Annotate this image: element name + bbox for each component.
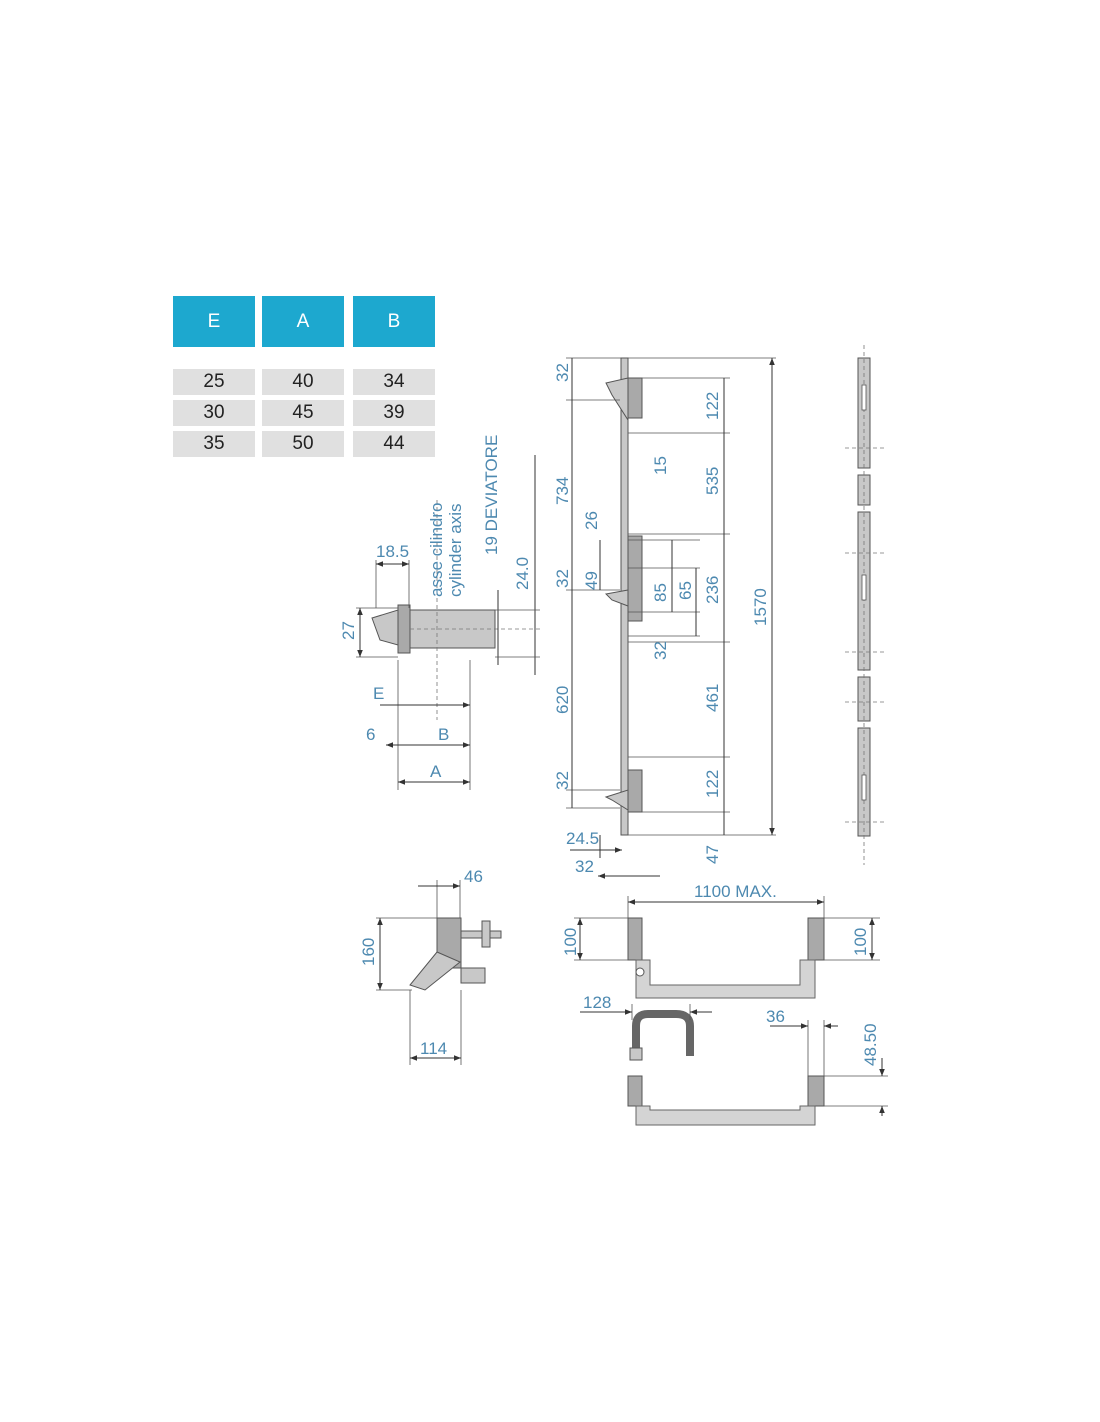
dim-15: 15 [651,456,670,475]
dim-26: 26 [582,511,601,530]
dim-236: 236 [703,576,722,604]
table-header-e: E [173,296,255,347]
dim-24-5: 24.5 [566,829,599,848]
dim-18-5: 18.5 [376,542,409,561]
table-header-b: B [353,296,435,347]
dim-32-mid: 32 [553,569,572,588]
table-cell: 35 [173,431,255,457]
left-end-cap-shape [627,1075,643,1107]
dim-114: 114 [420,1039,447,1058]
central-latch-shape [604,589,629,607]
dim-100-right: 100 [851,928,870,956]
push-bar-shape [635,1105,816,1126]
handle-lever-shape [409,951,461,991]
dim-100-left: 100 [561,928,580,956]
table-cell: 39 [353,400,435,426]
handle-knob-shape [481,920,491,948]
dim-27: 27 [339,621,358,640]
dim-32-top: 32 [553,363,572,382]
dim-1100-max: 1100 MAX. [694,882,777,901]
push-bar-with-handle-view: 128 36 48.50 [580,993,888,1126]
dim-48-50: 48.50 [861,1023,880,1066]
handle-spindle-shape [460,930,502,939]
dim-36: 36 [766,1007,785,1026]
label-a: A [430,762,442,781]
table-cell: 44 [353,431,435,457]
faceplate-shape [397,604,411,654]
dim-49: 49 [582,571,601,590]
label-b: B [438,725,449,744]
table-cell: 25 [173,369,255,395]
dim-47: 47 [703,845,722,864]
table-cell: 30 [173,400,255,426]
right-end-cap-shape [807,917,825,961]
dim-65: 65 [676,581,695,600]
dim-122-top: 122 [703,392,722,420]
dim-122-bottom: 122 [703,770,722,798]
dim-160: 160 [359,938,378,966]
dim-6: 6 [366,725,375,744]
dim-1570: 1570 [751,588,770,626]
table-header-a: A [262,296,344,347]
handle-side-view: 46 160 114 [359,867,502,1065]
dim-32-low: 32 [651,641,670,660]
dim-24-0: 24.0 [513,557,532,590]
right-end-cap-shape [807,1075,825,1107]
table-cell: 34 [353,369,435,395]
bottom-latch-shape [604,789,629,811]
lock-section-detail: 18.5 asse cilindro cylinder axis 19 DEVI… [339,435,540,790]
table-cell: 40 [262,369,344,395]
dim-620: 620 [553,686,572,714]
cylinder-hole-shape [635,967,645,977]
top-latch-shape [605,377,629,422]
label-deviatore: 19 DEVIATORE [482,435,501,555]
pull-handle-shape [632,1010,694,1056]
handle-plate-shape [460,967,486,984]
table-cell: 45 [262,400,344,426]
left-end-cap-shape [627,917,643,961]
bottom-housing-shape [627,769,643,813]
dim-85: 85 [651,583,670,602]
dim-128: 128 [583,993,611,1012]
vertical-rods-assembly: 32 122 734 535 15 26 49 32 85 65 236 157… [553,357,776,879]
label-asse-cilindro: asse cilindro [427,503,446,598]
rod-side-view [845,345,885,865]
push-bar-shape [635,959,816,999]
label-cylinder-axis: cylinder axis [446,503,465,597]
dim-32-bottom: 32 [575,857,594,876]
table-cell: 50 [262,431,344,457]
dim-32-bottom-latch: 32 [553,771,572,790]
handle-fixing-shape [629,1047,643,1061]
dim-734: 734 [553,477,572,505]
dim-461: 461 [703,684,722,712]
push-bar-front-view: 1100 MAX. 100 100 [561,882,880,999]
top-housing-shape [627,377,643,419]
dim-535: 535 [703,467,722,495]
label-e: E [373,684,384,703]
dim-46: 46 [464,867,483,886]
central-lock-shape [627,535,643,622]
latch-bolt-shape [371,609,399,646]
